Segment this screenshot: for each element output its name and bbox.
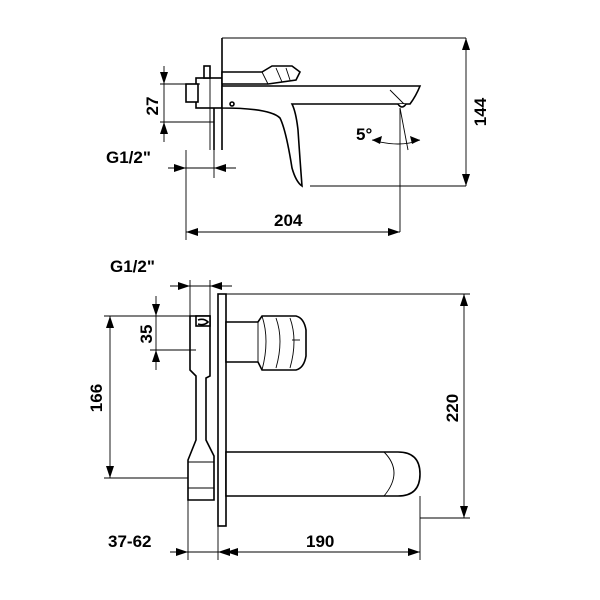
dim-190-label: 190 [306, 532, 334, 551]
dim-144-label: 144 [471, 97, 490, 126]
dim-g12-side-label: G1/2" [106, 148, 151, 167]
dim-220-label: 220 [443, 394, 462, 422]
dim-204-label: 204 [274, 211, 303, 230]
dim-166-label: 166 [87, 384, 106, 412]
dim-35-label: 35 [137, 325, 156, 344]
dim-5deg-label: 5° [356, 125, 372, 144]
dim-g12-front-label: G1/2" [110, 257, 155, 276]
dim-37-62-label: 37-62 [108, 532, 151, 551]
front-view: G1/2" 35 166 220 37-62 190 [87, 257, 470, 560]
side-view: 144 27 G1/2" 204 5° [106, 37, 490, 240]
dim-27-label: 27 [143, 97, 162, 116]
